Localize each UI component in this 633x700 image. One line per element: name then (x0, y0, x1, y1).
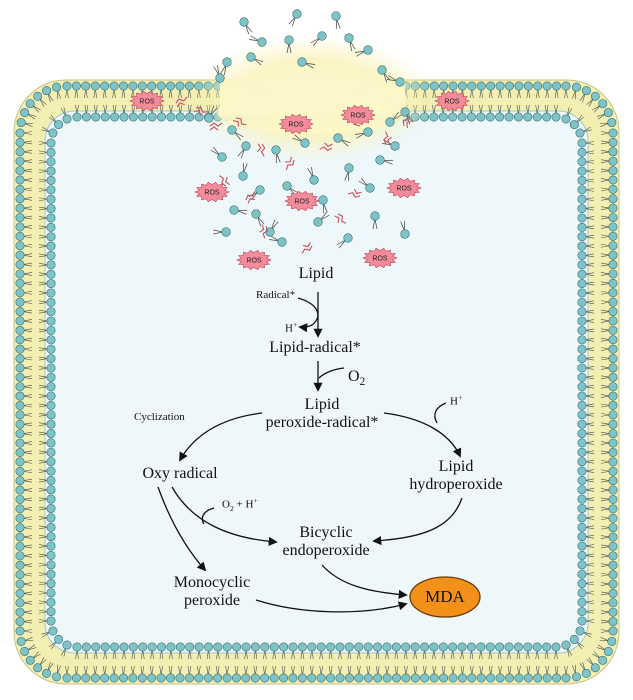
ros-marker: ROS (386, 177, 422, 199)
node-monocyclic-peroxide: Monocyclic peroxide (174, 574, 250, 611)
ros-label: ROS (139, 99, 155, 106)
label-cyclization: Cyclization (134, 411, 185, 423)
arrow-oxy-radical-to-bicyclic (171, 486, 278, 546)
ros-marker: ROS (278, 113, 314, 135)
cell-interior (44, 110, 589, 654)
node-lipid-hydroperoxide-line1: Lipid (438, 458, 474, 475)
node-oxy-radical: Oxy radical (142, 465, 218, 482)
node-bicyclic-endoperoxide: Bicyclic endoperoxide (282, 524, 369, 561)
ros-label: ROS (294, 199, 310, 206)
node-bicyclic-line2: endoperoxide (282, 542, 370, 560)
ros-marker: ROS (129, 90, 165, 112)
membrane-gap-blend (217, 90, 409, 134)
arrow-peroxide-radical-to-oxy-radical (179, 412, 263, 462)
ros-marker: ROS (340, 104, 376, 126)
node-monocyclic-line2: peroxide (184, 592, 240, 610)
label-o2: O2 (348, 368, 366, 389)
mda-node (409, 576, 481, 618)
node-lipid-peroxide-radical-line1: Lipid (304, 396, 340, 413)
label-h-plus-out: H+ (285, 320, 298, 335)
ros-marker: ROS (434, 90, 470, 112)
ros-marker: ROS (362, 247, 398, 269)
arrow-o2-h-plus-in (201, 507, 215, 525)
ros-label: ROS (288, 122, 304, 129)
arrow-radical-in (297, 297, 319, 317)
ros-marker: ROS (284, 190, 320, 212)
node-lipid-radical: Lipid-radical* (269, 339, 361, 356)
arrow-oxy-radical-to-monocyclic (157, 486, 207, 572)
node-mda-label: MDA (425, 587, 465, 606)
pathway-arrows (157, 292, 463, 613)
ros-marker: ROS (236, 249, 272, 271)
node-monocyclic-line1: Monocyclic (173, 574, 251, 591)
arrow-monocyclic-to-mda (255, 599, 408, 613)
node-lipid-hydroperoxide: Lipid hydroperoxide (409, 458, 502, 495)
released-lipids (175, 9, 414, 254)
arrow-h-plus-in (434, 402, 447, 424)
arrow-hydroperoxide-to-bicyclic (372, 497, 463, 546)
arrow-o2-in (318, 367, 345, 379)
node-lipid-hydroperoxide-line2: hydroperoxide (409, 476, 503, 494)
ros-label: ROS (246, 258, 262, 265)
ros-label: ROS (350, 113, 366, 120)
node-bicyclic-line1: Bicyclic (299, 524, 353, 541)
membrane-lipid-heads (15, 81, 618, 683)
label-o2-plus-h: O2 + H+ (222, 496, 258, 513)
label-radical-in: Radical* (256, 289, 296, 301)
ros-molecules: ROS ROS ROS ROS ROS ROS ROS ROS ROS (129, 90, 470, 271)
ros-marker: ROS (194, 181, 230, 203)
ros-label: ROS (372, 256, 388, 263)
node-lipid: Lipid (298, 265, 334, 282)
node-lipid-peroxide-radical-line2: peroxide-radical* (265, 414, 379, 432)
arrow-bicyclic-to-mda (321, 564, 408, 599)
ros-label: ROS (396, 186, 412, 193)
ros-label: ROS (444, 99, 460, 106)
node-lipid-peroxide-radical: Lipid peroxide-radical* (266, 396, 379, 433)
arrow-peroxide-radical-to-hydroperoxide (383, 412, 462, 458)
ros-label: ROS (204, 190, 220, 197)
label-h-plus-in: H+ (450, 393, 463, 408)
arrow-h-plus-out (298, 315, 319, 333)
